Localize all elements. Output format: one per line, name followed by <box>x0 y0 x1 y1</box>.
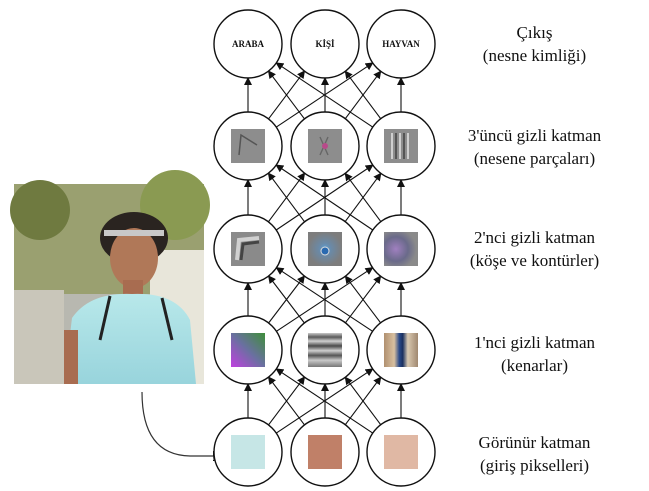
feature-visualization <box>308 333 342 367</box>
feature-visualization <box>231 333 265 367</box>
feature-visualization <box>384 333 418 367</box>
neuron-visible-2 <box>290 417 360 487</box>
nodes: ARABA KİŞİ HAYVAN <box>213 9 436 487</box>
output-label: HAYVAN <box>382 39 420 49</box>
layer-title: 1'nci gizli katman <box>473 333 596 352</box>
layer-label-visible: Görünür katman (giriş pikselleri) <box>432 431 637 477</box>
neuron-hidden2-2 <box>290 214 360 284</box>
input-pixel-swatch <box>384 435 418 469</box>
neuron-hidden2-1 <box>213 214 283 284</box>
neuron-circle <box>366 9 436 79</box>
connection-arrow <box>344 172 382 222</box>
neuron-visible-3 <box>366 417 436 487</box>
layer-label-hidden1: 1'nci gizli katman (kenarlar) <box>432 331 637 377</box>
layer-subtitle: (köşe ve kontürler) <box>469 251 600 270</box>
connection-arrow <box>267 275 305 324</box>
neuron-hidden3-3 <box>366 111 436 181</box>
layer-title: Görünür katman <box>478 433 591 452</box>
layer-label-output: Çıkış (nesne kimliği) <box>432 21 637 67</box>
layer-subtitle: (giriş pikselleri) <box>479 456 590 475</box>
layer-title: 3'üncü gizli katman <box>467 126 602 145</box>
connection-arrow <box>275 62 374 128</box>
layer-title: 2'nci gizli katman <box>473 228 596 247</box>
input-pixel-swatch <box>308 435 342 469</box>
neuron-visible-1 <box>213 417 283 487</box>
connection-arrow <box>267 376 305 426</box>
neuron-output-1: ARABA <box>213 9 283 79</box>
layer-subtitle: (nesne kimliği) <box>482 46 587 65</box>
layer-label-hidden3: 3'üncü gizli katman (nesene parçaları) <box>432 124 637 170</box>
input-pixel-swatch <box>231 435 265 469</box>
connection-arrow <box>275 368 374 434</box>
neuron-hidden1-3 <box>366 315 436 385</box>
layer-label-hidden2: 2'nci gizli katman (köşe ve kontürler) <box>432 226 637 272</box>
layer-subtitle: (kenarlar) <box>500 356 568 375</box>
neuron-hidden3-1 <box>213 111 283 181</box>
connection-arrow <box>275 267 373 332</box>
neuron-output-3: HAYVAN <box>366 9 436 79</box>
neuron-output-2: KİŞİ <box>290 9 360 79</box>
neuron-circle <box>213 9 283 79</box>
connections <box>244 62 405 434</box>
connection-arrow <box>344 376 382 426</box>
neuron-hidden2-3 <box>366 214 436 284</box>
connection-arrow <box>267 172 306 223</box>
output-label: ARABA <box>232 39 265 49</box>
connection-arrow <box>275 164 374 231</box>
photo-to-input-arrow <box>141 391 222 456</box>
output-label: KİŞİ <box>315 39 335 49</box>
connection-arrow <box>344 70 382 120</box>
neuron-hidden1-1 <box>213 315 283 385</box>
layer-subtitle: (nesene parçaları) <box>473 149 596 168</box>
connection-arrow <box>267 70 305 120</box>
feature-visualization <box>231 129 265 163</box>
connection-arrow <box>344 275 382 324</box>
input-photo <box>10 170 210 384</box>
layer-title: Çıkış <box>516 23 553 42</box>
feature-visualization <box>384 232 418 266</box>
neuron-circle <box>290 9 360 79</box>
neuron-hidden1-2 <box>290 315 360 385</box>
neuron-hidden3-2 <box>290 111 360 181</box>
